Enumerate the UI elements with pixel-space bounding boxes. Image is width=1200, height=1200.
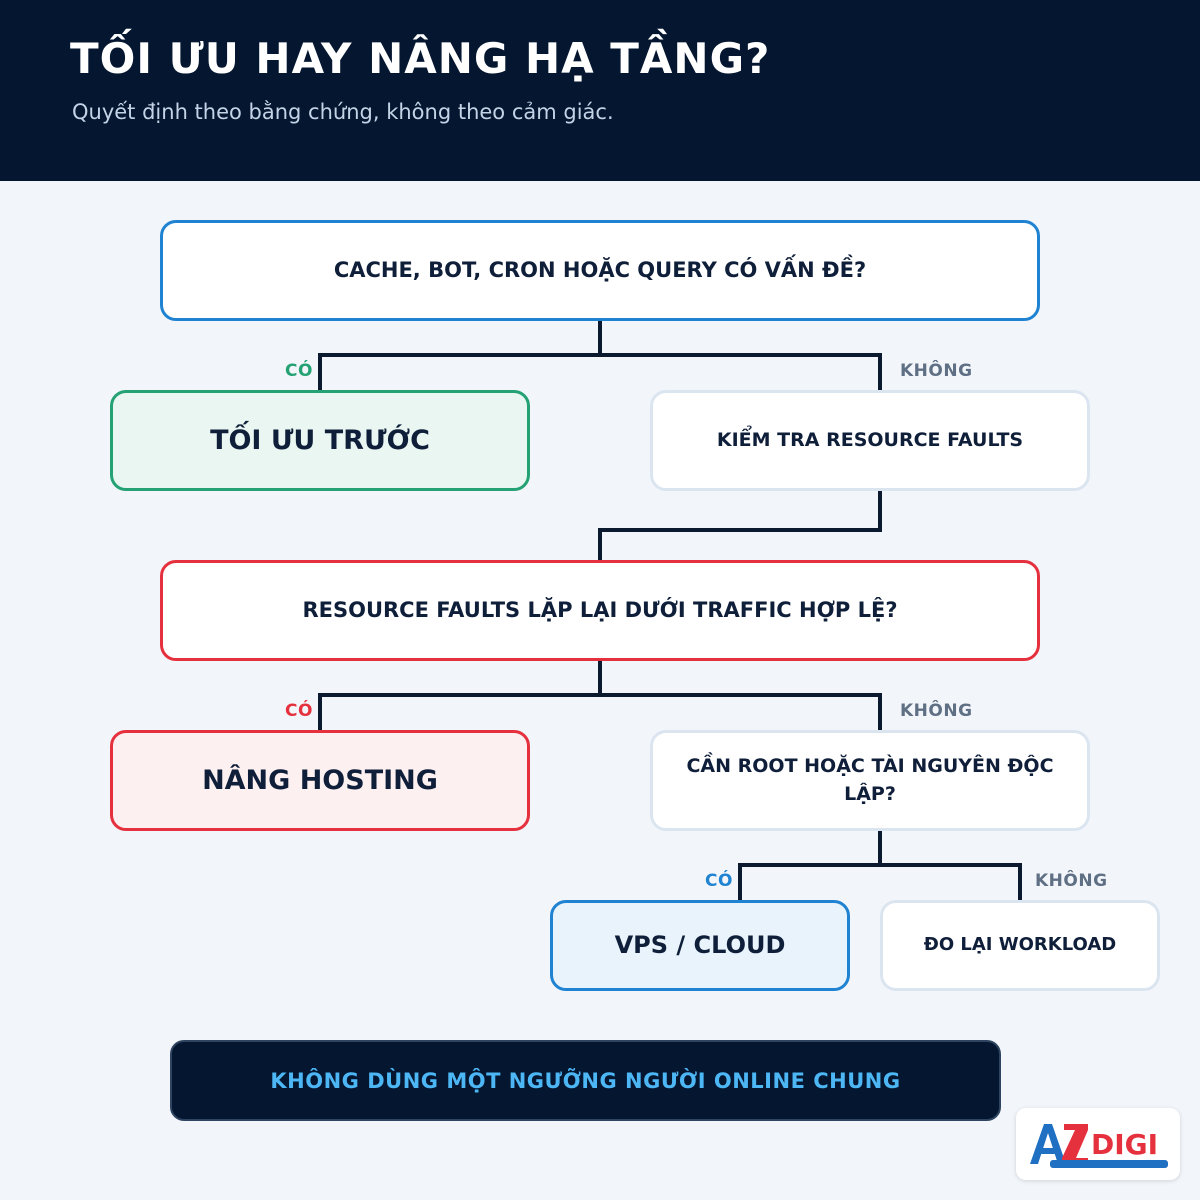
azdigi-logo-mark: DIGI: [1030, 1124, 1168, 1168]
result-remeasure-workload: ĐO LẠI WORKLOAD: [880, 900, 1160, 991]
result-vps-cloud: VPS / CLOUD: [550, 900, 850, 991]
svg-text:DIGI: DIGI: [1091, 1128, 1158, 1161]
connector-q2-branches: [318, 658, 882, 732]
q2-yes-label: CÓ: [285, 701, 313, 721]
connector-faults-to-q2: [598, 488, 882, 563]
page-title: TỐI ƯU HAY NÂNG HẠ TẦNG?: [70, 34, 771, 83]
q3-yes-label: CÓ: [705, 871, 733, 891]
q3-no-label: KHÔNG: [1035, 871, 1108, 891]
header-banner: TỐI ƯU HAY NÂNG HẠ TẦNG? Quyết định theo…: [0, 0, 1200, 181]
result-optimize-first: TỐI ƯU TRƯỚC: [110, 390, 530, 491]
q1-yes-label: CÓ: [285, 361, 313, 381]
footer-note: KHÔNG DÙNG MỘT NGƯỠNG NGƯỜI ONLINE CHUNG: [170, 1040, 1001, 1121]
page-subtitle: Quyết định theo bằng chứng, không theo c…: [72, 100, 614, 124]
connector-q1-branches: [318, 318, 882, 392]
question-need-root-resources: CẦN ROOT HOẶC TÀI NGUYÊN ĐỘC LẬP?: [650, 730, 1090, 831]
connector-q3-branches: [738, 828, 1022, 902]
question-resource-faults-repeat: RESOURCE FAULTS LẶP LẠI DƯỚI TRAFFIC HỢP…: [160, 560, 1040, 661]
step-check-resource-faults: KIỂM TRA RESOURCE FAULTS: [650, 390, 1090, 491]
azdigi-logo: DIGI: [1016, 1108, 1180, 1180]
q1-no-label: KHÔNG: [900, 361, 973, 381]
result-upgrade-hosting: NÂNG HOSTING: [110, 730, 530, 831]
q2-no-label: KHÔNG: [900, 701, 973, 721]
question-cache-bot-cron-query: CACHE, BOT, CRON HOẶC QUERY CÓ VẤN ĐỀ?: [160, 220, 1040, 321]
